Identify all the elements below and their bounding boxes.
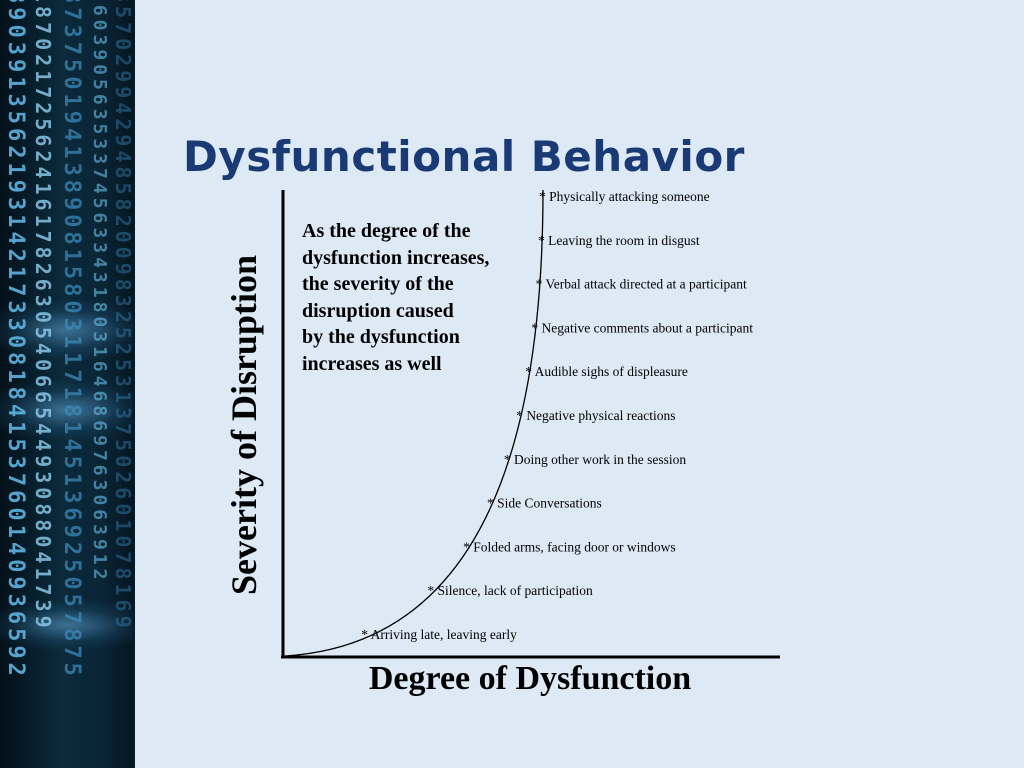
behavior-label: * Doing other work in the session: [504, 452, 686, 467]
note-line: the severity of the: [302, 273, 454, 295]
code-glyph-column: 1870217256241617826305406654493088041739: [31, 0, 55, 632]
behavior-label: * Side Conversations: [487, 496, 602, 511]
x-axis-label: Degree of Dysfunction: [368, 660, 692, 697]
behavior-label: * Negative comments about a participant: [531, 320, 753, 335]
note-line: by the dysfunction: [302, 326, 460, 348]
code-glyph-column: 5603905635337456334318031646869763063912: [89, 0, 110, 584]
note-line: As the degree of the: [302, 220, 471, 242]
code-glyph-column: 3737501941389081580311718145136925057875: [59, 0, 84, 680]
note-line: dysfunction increases,: [302, 246, 490, 269]
decorative-code-sidebar: 8903913562193142173308184153760140936592…: [0, 0, 135, 768]
severity-curve: [284, 189, 544, 657]
behavior-label: * Physically attacking someone: [539, 189, 710, 204]
explanation-note: As the degree of the dysfunction increase…: [302, 218, 532, 377]
behavior-label: * Arriving late, leaving early: [361, 627, 517, 642]
behavior-label: * Audible sighs of displeasure: [525, 364, 688, 379]
behavior-label: * Silence, lack of participation: [427, 583, 593, 598]
behavior-label: * Folded arms, facing door or windows: [463, 539, 676, 554]
behavior-label: * Leaving the room in disgust: [538, 233, 700, 248]
slide-title: Dysfunctional Behavior: [183, 132, 745, 181]
note-line: disruption caused: [302, 299, 454, 322]
code-glyph-column: 8570299429485820098325253137502601078169: [111, 0, 135, 632]
behavior-label: * Negative physical reactions: [516, 408, 675, 423]
behavior-label: * Verbal attack directed at a participan…: [536, 277, 747, 292]
behavior-labels: * Arriving late, leaving early * Silence,…: [361, 189, 753, 642]
code-glyph-column: 8903913562193142173308184153760140936592: [3, 0, 28, 680]
note-line: increases as well: [302, 352, 442, 375]
